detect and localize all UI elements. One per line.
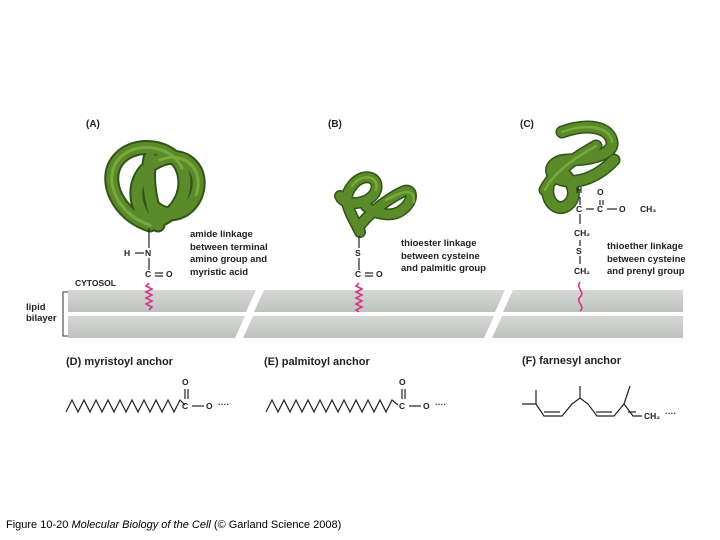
farnesyl-skeleton	[522, 397, 642, 417]
cytosol-label: CYTOSOL	[75, 278, 116, 288]
dots-f: ····	[665, 408, 677, 418]
inner-leaflet-segment-3	[492, 316, 683, 338]
atom-c-b: C	[355, 269, 362, 279]
atom-c-c1: C	[576, 204, 583, 214]
myristoyl-chain	[144, 282, 154, 311]
palmitoyl-skeleton	[265, 398, 399, 414]
dots-e: ····	[435, 399, 447, 409]
atom-c-e: C	[399, 401, 406, 411]
caption-suffix: (© Garland Science 2008)	[210, 519, 342, 531]
outer-leaflet-segment-3	[503, 290, 683, 312]
myristoyl-skeleton	[65, 398, 186, 414]
atom-o-e: O	[399, 377, 406, 387]
atom-o-e2: O	[423, 401, 430, 411]
anchor-heading-d: (D) myristoyl anchor	[66, 356, 173, 368]
methylene-c-2: CH₂	[574, 266, 591, 276]
atom-o-b: O	[376, 269, 383, 279]
annotation-thioester-linkage: thioester linkage between cysteine and p…	[401, 238, 486, 274]
atom-o-c-top: O	[597, 187, 604, 197]
atom-o-d2: O	[206, 401, 213, 411]
atom-s-b: S	[355, 248, 361, 258]
lipid-bilayer-label: lipid bilayer	[26, 302, 57, 324]
figure-caption: Figure 10-20 Molecular Biology of the Ce…	[6, 519, 341, 531]
panel-label-a: (A)	[86, 119, 100, 130]
palmitoyl-chain	[354, 282, 364, 313]
atom-h-a: H	[124, 248, 131, 258]
protein-c	[538, 120, 621, 214]
annotation-thioether-linkage: thioether linkage between cysteine and p…	[607, 241, 686, 277]
methylene-f: CH₂	[644, 411, 661, 421]
outer-leaflet-segment-2	[254, 290, 505, 312]
atom-o-c: O	[619, 204, 626, 214]
bilayer-bracket	[62, 291, 68, 337]
anchor-heading-e: (E) palmitoyl anchor	[264, 356, 370, 368]
caption-book-title: Molecular Biology of the Cell	[71, 519, 211, 531]
protein-b	[334, 171, 417, 238]
atom-o-d: O	[182, 377, 189, 387]
atom-c-c2: C	[597, 204, 604, 214]
lipid-chains-in-membrane	[144, 281, 583, 313]
atom-c-a: C	[145, 269, 152, 279]
atom-c-d: C	[182, 401, 189, 411]
bond-lines	[135, 197, 617, 277]
skeletal-structures	[65, 385, 642, 417]
methylene-c-1: CH₂	[574, 228, 591, 238]
inner-leaflet-segment-2	[243, 316, 494, 338]
panel-label-c: (C)	[520, 119, 534, 130]
atom-h-c: H	[576, 185, 583, 195]
farnesyl-chain	[577, 281, 583, 312]
anchor-heading-f: (F) farnesyl anchor	[522, 355, 622, 367]
inner-leaflet-segment-1	[68, 316, 245, 338]
protein-a	[104, 140, 206, 233]
atom-n-a: N	[145, 248, 152, 258]
dots-d: ····	[218, 399, 230, 409]
atom-s-c: S	[576, 246, 582, 256]
outer-leaflet-segment-1	[68, 290, 256, 312]
annotation-amide-linkage: amide linkage between terminal amino gro…	[190, 229, 268, 278]
caption-prefix: Figure 10-20	[6, 519, 72, 531]
lipid-bilayer	[68, 290, 683, 338]
atom-o-a: O	[166, 269, 173, 279]
methyl-c: CH₃	[640, 204, 657, 214]
panel-label-b: (B)	[328, 119, 342, 130]
